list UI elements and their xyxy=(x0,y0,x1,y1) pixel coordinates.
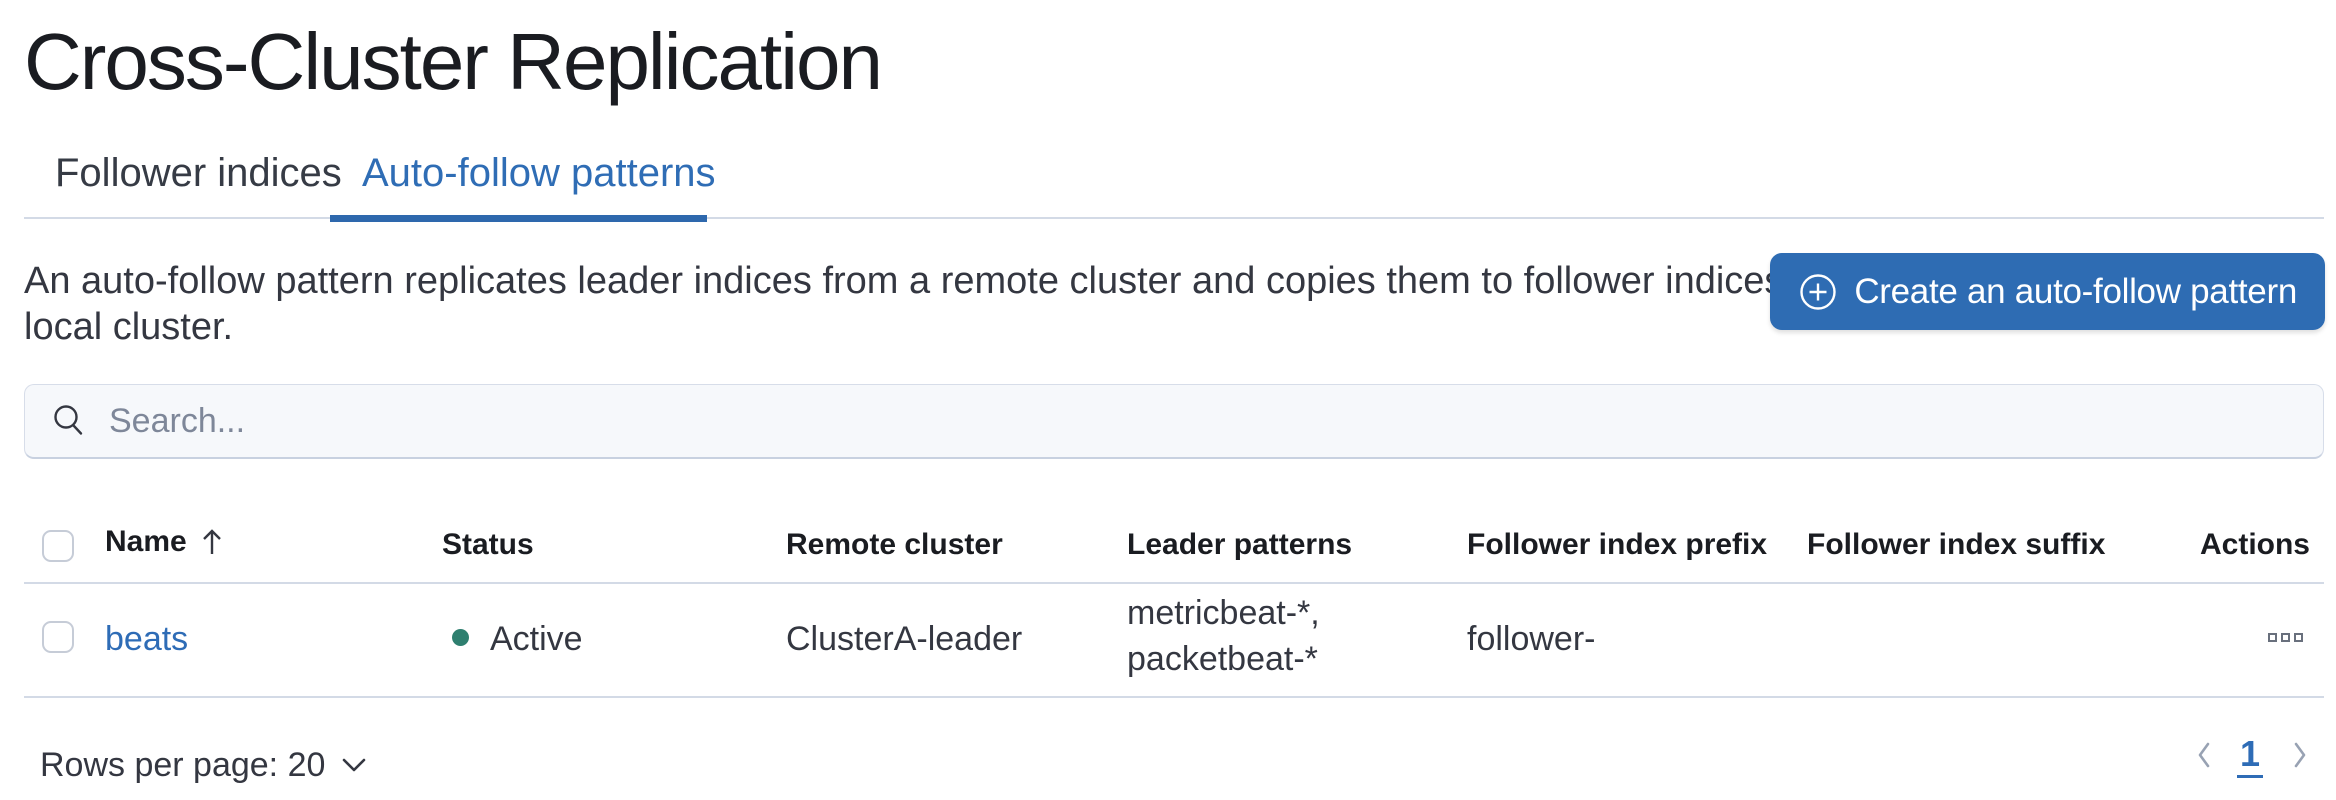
status-active-dot-icon xyxy=(452,629,469,646)
description-line-1: An auto-follow pattern replicates leader… xyxy=(24,260,1900,302)
page-title: Cross-Cluster Replication xyxy=(24,17,883,106)
pagination-next-icon[interactable] xyxy=(2292,741,2308,769)
column-header-name[interactable]: Name xyxy=(105,527,225,557)
remote-cluster-value: ClusterA-leader xyxy=(786,620,1023,658)
pattern-name-link[interactable]: beats xyxy=(105,620,189,658)
column-header-follower-index-prefix[interactable]: Follower index prefix xyxy=(1467,528,1768,561)
description-line-2: local cluster. xyxy=(24,306,234,348)
sort-ascending-arrow-icon xyxy=(202,529,221,554)
row-checkbox[interactable] xyxy=(42,621,74,653)
tabs-divider xyxy=(24,217,2324,219)
column-header-follower-index-suffix[interactable]: Follower index suffix xyxy=(1807,528,2106,561)
leader-pattern-line-1: metricbeat-*, xyxy=(1127,594,1320,632)
rows-per-page-selector[interactable]: Rows per page: 20 xyxy=(40,748,367,782)
column-header-remote-cluster[interactable]: Remote cluster xyxy=(786,528,1003,561)
chevron-down-icon xyxy=(343,758,366,772)
leader-patterns-value: metricbeat-*, packetbeat-* xyxy=(1127,590,1320,682)
row-actions-menu-icon[interactable] xyxy=(2268,633,2303,642)
leader-pattern-line-2: packetbeat-* xyxy=(1127,640,1318,678)
pagination-previous-icon[interactable] xyxy=(2196,741,2212,769)
tab-follower-indices[interactable]: Follower indices xyxy=(55,151,342,195)
create-button-label: Create an auto-follow pattern xyxy=(1854,271,2297,311)
pagination-page-1[interactable]: 1 xyxy=(2237,736,2263,778)
table-row-border xyxy=(24,696,2324,698)
select-all-checkbox[interactable] xyxy=(42,530,74,562)
search-bar[interactable] xyxy=(24,384,2324,459)
rows-per-page-label: Rows per page: 20 xyxy=(40,746,326,784)
plus-in-circle-icon xyxy=(1800,273,1837,310)
column-header-status[interactable]: Status xyxy=(442,528,534,561)
column-header-name-label: Name xyxy=(105,525,187,558)
status-value: Active xyxy=(490,620,583,658)
page-description: An auto-follow pattern replicates leader… xyxy=(24,258,1900,350)
column-header-actions: Actions xyxy=(2199,528,2310,561)
search-icon xyxy=(54,405,83,435)
create-auto-follow-pattern-button[interactable]: Create an auto-follow pattern xyxy=(1770,253,2325,330)
tab-auto-follow-patterns[interactable]: Auto-follow patterns xyxy=(362,151,716,195)
table-header-border xyxy=(24,582,2324,584)
column-header-leader-patterns[interactable]: Leader patterns xyxy=(1127,528,1353,561)
follower-index-prefix-value: follower- xyxy=(1467,620,1596,658)
active-tab-underline xyxy=(330,215,707,222)
search-input[interactable] xyxy=(109,385,2323,457)
